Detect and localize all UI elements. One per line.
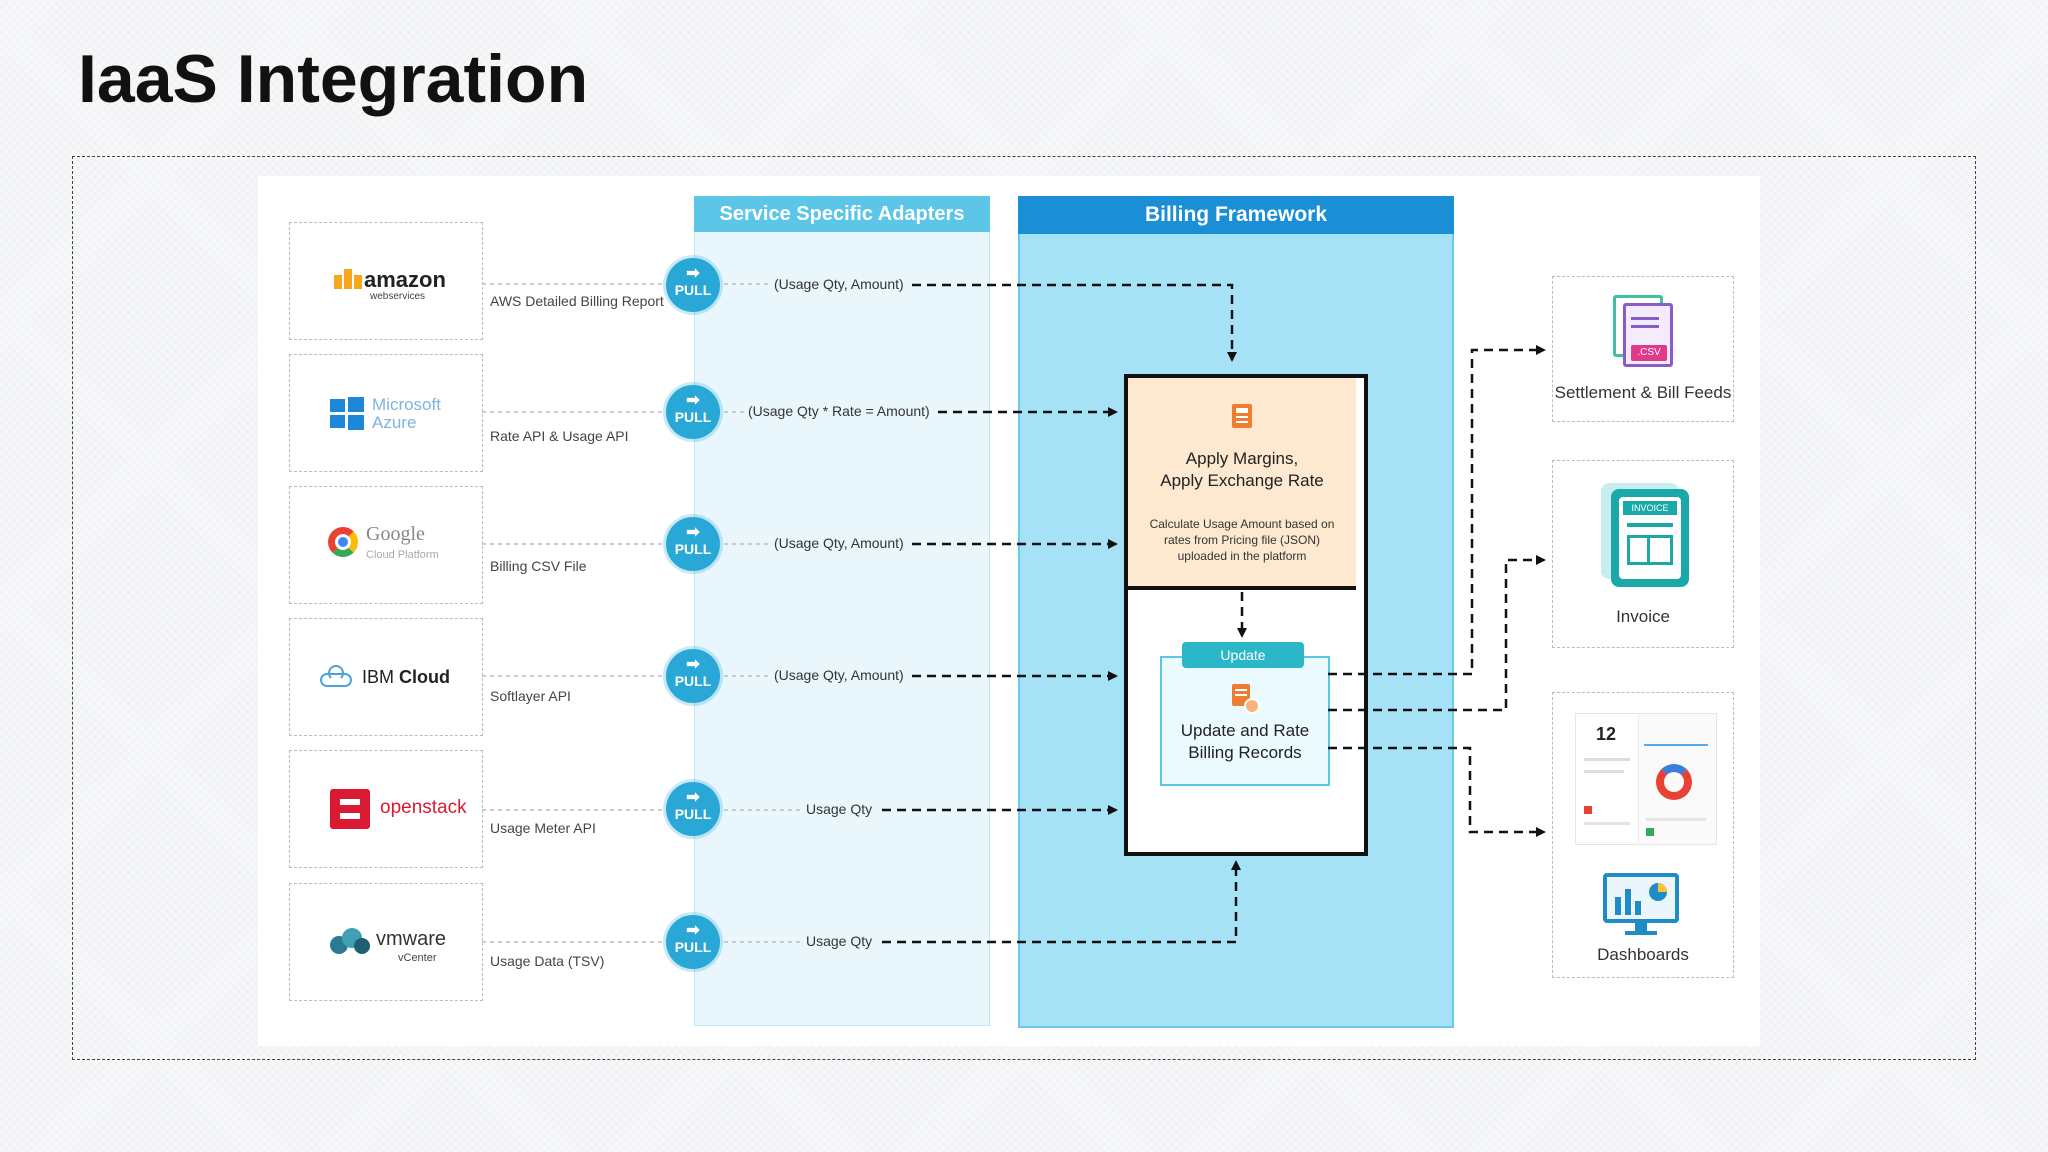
update-box: Update and Rate Billing Records <box>1160 656 1330 786</box>
process-title-2: Apply Exchange Rate <box>1160 471 1324 490</box>
diagram-frame <box>72 156 1976 1060</box>
pull-label: PULL <box>674 282 712 298</box>
pull-label: PULL <box>674 806 712 822</box>
pull-label: PULL <box>674 409 712 425</box>
records-icon <box>1232 684 1260 714</box>
pull-openstack[interactable]: ➡PULL <box>666 782 720 836</box>
diagram-canvas <box>258 176 1760 1046</box>
openstack-api-label: Usage Meter API <box>490 820 596 836</box>
azure-api-label: Rate API & Usage API <box>490 428 629 444</box>
windows-logo-icon <box>330 397 364 430</box>
invoice-badge: INVOICE <box>1623 501 1677 515</box>
process-desc-3: uploaded in the platform <box>1177 549 1307 563</box>
pull-label: PULL <box>674 541 712 557</box>
pull-aws[interactable]: ➡PULL <box>666 258 720 312</box>
donut-chart-icon <box>1656 764 1692 800</box>
invoice-label: Invoice <box>1616 607 1670 626</box>
arrow-right-icon: ➡ <box>686 656 700 673</box>
arrow-right-icon: ➡ <box>686 524 700 541</box>
vmware-logo-icon <box>330 928 370 954</box>
process-title-1: Apply Margins, <box>1185 449 1299 468</box>
provider-google: Google Cloud Platform <box>289 486 483 604</box>
ibm-sub: Cloud <box>399 667 451 687</box>
provider-ibm: IBM Cloud <box>289 618 483 736</box>
arrow-right-icon: ➡ <box>686 789 700 806</box>
pull-label: PULL <box>674 939 712 955</box>
calculator-icon <box>1232 404 1252 428</box>
google-name: Google <box>366 523 425 545</box>
azure-name: Microsoft <box>372 395 441 414</box>
provider-openstack: openstack <box>289 750 483 868</box>
openstack-logo-icon <box>330 789 370 829</box>
settlement-label: Settlement & Bill Feeds <box>1554 383 1732 402</box>
cloud-icon <box>320 665 352 687</box>
ibm-api-label: Softlayer API <box>490 688 571 704</box>
dashboards-output: 12 Dashboards <box>1552 692 1734 978</box>
vmware-api-label: Usage Data (TSV) <box>490 953 605 969</box>
adapters-lane <box>694 196 990 1026</box>
slide-title: IaaS Integration <box>78 41 589 117</box>
pull-azure[interactable]: ➡PULL <box>666 385 720 439</box>
csv-badge: .CSV <box>1631 345 1667 361</box>
csv-file-icon: .CSV <box>1613 295 1673 367</box>
google-flow-label: (Usage Qty, Amount) <box>774 535 904 551</box>
update-tag: Update <box>1182 642 1304 668</box>
provider-vmware: vmware vCenter <box>289 883 483 1001</box>
openstack-name: openstack <box>380 797 467 818</box>
monitor-chart-icon <box>1603 873 1683 937</box>
update-line-1: Update and Rate <box>1180 721 1310 740</box>
vmware-sub: vCenter <box>398 952 437 964</box>
settlement-output: .CSV Settlement & Bill Feeds <box>1552 276 1734 422</box>
ibm-name: IBM <box>362 667 395 687</box>
openstack-flow-label: Usage Qty <box>806 801 873 817</box>
dashboard-preview: 12 <box>1575 713 1717 845</box>
update-line-2: Billing Records <box>1188 743 1302 762</box>
process-desc-1: Calculate Usage Amount based on <box>1149 517 1335 531</box>
aws-api-label: AWS Detailed Billing Report <box>490 293 664 309</box>
ibm-flow-label: (Usage Qty, Amount) <box>774 667 904 683</box>
pull-ibm[interactable]: ➡PULL <box>666 649 720 703</box>
billing-lane-header: Billing Framework <box>1018 196 1454 234</box>
azure-sub: Azure <box>372 413 417 432</box>
aws-sub: webservices <box>370 291 426 302</box>
aws-flow-label: (Usage Qty, Amount) <box>774 276 904 292</box>
arrow-right-icon: ➡ <box>686 922 700 939</box>
adapters-lane-header: Service Specific Adapters <box>694 196 990 232</box>
vmware-flow-label: Usage Qty <box>806 933 873 949</box>
dashboard-number: 12 <box>1596 724 1617 744</box>
dashboards-label: Dashboards <box>1597 945 1689 964</box>
provider-aws: amazon webservices <box>289 222 483 340</box>
arrow-right-icon: ➡ <box>686 392 700 409</box>
azure-flow-label: (Usage Qty * Rate = Amount) <box>748 403 930 419</box>
google-cloud-logo-icon <box>328 527 358 557</box>
google-api-label: Billing CSV File <box>490 558 587 574</box>
pull-google[interactable]: ➡PULL <box>666 517 720 571</box>
google-sub: Cloud Platform <box>366 549 439 561</box>
arrow-right-icon: ➡ <box>686 265 700 282</box>
process-desc-2: rates from Pricing file (JSON) <box>1163 533 1321 547</box>
provider-azure: Microsoft Azure <box>289 354 483 472</box>
aws-logo-icon <box>334 267 362 289</box>
invoice-output: INVOICE Invoice <box>1552 460 1734 648</box>
vmware-name: vmware <box>376 928 447 950</box>
pull-label: PULL <box>674 673 712 689</box>
apply-margins-box: Apply Margins, Apply Exchange Rate Calcu… <box>1128 378 1356 590</box>
invoice-icon: INVOICE <box>1601 483 1693 587</box>
pull-vmware[interactable]: ➡PULL <box>666 915 720 969</box>
aws-name: amazon <box>364 267 446 292</box>
